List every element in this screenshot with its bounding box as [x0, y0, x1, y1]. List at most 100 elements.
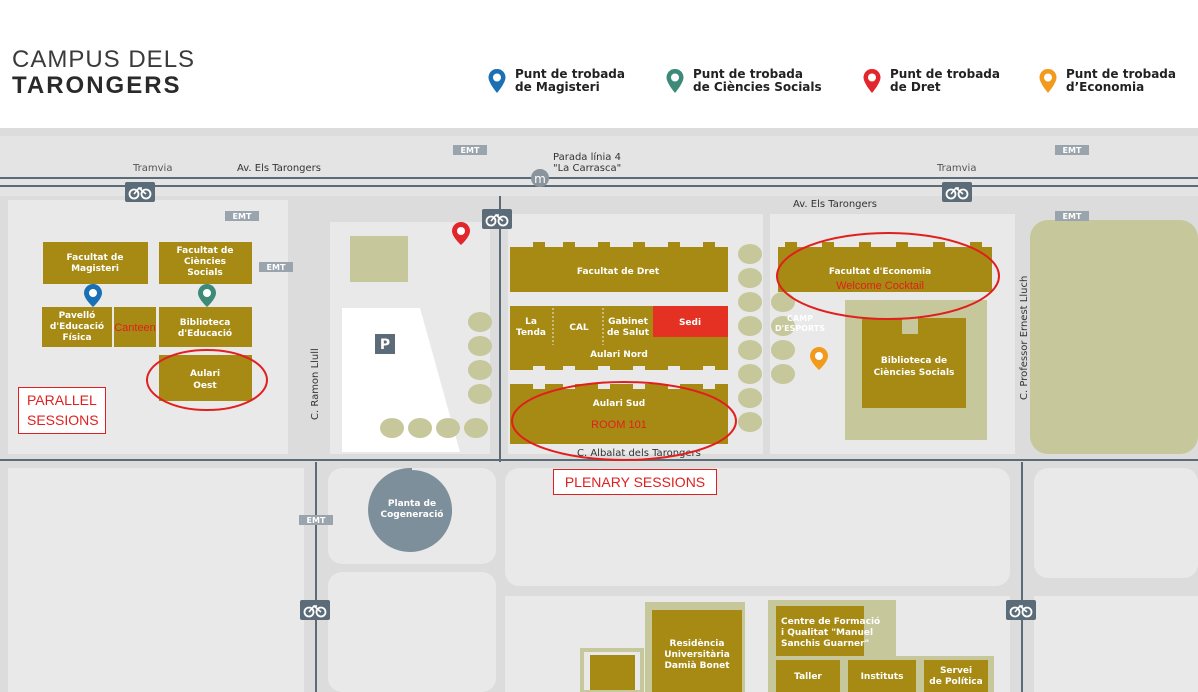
pin-dot	[203, 289, 211, 297]
label-magisteri-2: Magisteri	[71, 264, 119, 274]
parallel-line1: PARALLEL	[27, 392, 97, 408]
label-economia: Facultat d'Economia	[829, 267, 931, 277]
label-parada-2: "La Carrasca"	[553, 163, 621, 174]
legend-ciencies-line2: de Ciències Socials	[693, 80, 822, 94]
label-bib-ed-2: d'Educació	[178, 328, 232, 339]
bike-station-icon	[124, 181, 156, 203]
legend-magisteri-line2: de Magisteri	[515, 80, 600, 94]
tree-column-center	[738, 244, 795, 432]
bike-station-icon	[481, 208, 513, 230]
label-centre-3: Sanchis Guarner"	[781, 639, 869, 649]
label-ernest-lluch: C. Professor Ernest Lluch	[1019, 276, 1030, 400]
label-parada-1: Parada línia 4	[553, 151, 621, 163]
building-magisteri	[43, 242, 148, 284]
label-camp-1: CAMP	[787, 314, 813, 323]
block-se	[1034, 468, 1198, 578]
emt-label-6: EMT	[307, 516, 326, 525]
building-biblioteca-cs	[862, 318, 966, 408]
label-planta-1: Planta de	[388, 499, 436, 509]
label-taller: Taller	[794, 672, 822, 682]
label-albalat: C. Albalat dels Tarongers	[577, 448, 701, 459]
label-centre-1: Centre de Formació	[781, 616, 880, 627]
block-s2	[328, 572, 496, 692]
legend-dret-line1: Punt de trobada	[890, 67, 1000, 81]
plenary-sessions-callout: PLENARY SESSIONS	[553, 469, 717, 495]
building-economia	[778, 242, 992, 292]
label-bib-cs-1: Biblioteca de	[881, 356, 947, 366]
label-bib-ed-1: Biblioteca	[180, 318, 231, 328]
block-se2	[1034, 596, 1198, 692]
metro-icon	[531, 169, 549, 187]
campus-map: Tramvia Av. Els Tarongers Parada línia 4…	[0, 128, 1198, 692]
label-servei-2: de Política	[929, 677, 982, 687]
label-cs-1: Facultat de	[177, 246, 234, 256]
block-sw	[8, 468, 304, 692]
label-servei-1: Servei	[940, 666, 972, 676]
emt-label-4: EMT	[1063, 212, 1082, 221]
building-servei	[924, 660, 988, 692]
parallel-line2: SESSIONS	[27, 412, 99, 428]
tree-column-parking	[380, 312, 492, 438]
bike-station-icon	[1005, 599, 1037, 621]
label-aulari-oest-1: Aulari	[190, 369, 220, 379]
parking-letter: P	[380, 337, 390, 353]
emt-label-2: EMT	[1063, 146, 1082, 155]
label-aulari-oest-2: Oest	[193, 381, 217, 391]
block-south-central	[505, 468, 1010, 586]
building-biblioteca-educacio	[159, 307, 252, 347]
campus-title-line2: TARONGERS	[12, 72, 182, 99]
label-residencia-1: Residència	[670, 638, 725, 649]
label-welcome-cocktail: Welcome Cocktail	[836, 280, 924, 292]
label-bib-cs-2: Ciències Socials	[874, 367, 955, 378]
label-cs-2: Ciències	[184, 256, 226, 267]
metro-letter: m	[534, 172, 546, 186]
building-centre-formacio	[776, 606, 864, 656]
building-ciencies-socials	[159, 242, 252, 284]
pin-icon-ciencies-socials	[666, 69, 684, 93]
label-planta-2: Cogeneració	[381, 509, 444, 520]
label-ramon-llull: C. Ramon Llull	[310, 348, 321, 420]
legend-ciencies-line1: Punt de trobada	[693, 67, 803, 81]
label-sedi: Sedi	[679, 318, 701, 328]
building-pavello	[42, 307, 112, 347]
pin-icon-economia	[1039, 69, 1057, 93]
building-aulari-sud	[510, 384, 728, 444]
label-la-tenda-1: La	[525, 317, 537, 327]
label-instituts: Instituts	[861, 672, 904, 682]
campus-title-line1: CAMPUS DELS	[12, 46, 196, 73]
label-pavello-3: Física	[62, 333, 91, 343]
label-cal: CAL	[569, 323, 589, 333]
emt-label-3: EMT	[233, 212, 252, 221]
legend-economia-line2: d’Economia	[1066, 80, 1145, 94]
legend-economia-line1: Punt de trobada	[1066, 67, 1176, 81]
label-magisteri-1: Facultat de	[67, 253, 124, 263]
green-parking-top	[350, 236, 408, 282]
label-gabinet-1: Gabinet	[608, 317, 648, 327]
label-aulari-sud: Aulari Sud	[593, 399, 646, 409]
pin-icon-magisteri	[488, 69, 506, 93]
label-gabinet-2: de Salut	[607, 328, 650, 338]
bike-station-icon	[299, 599, 331, 621]
label-cs-3: Socials	[187, 268, 223, 278]
parallel-sessions-callout: PARALLEL SESSIONS	[18, 387, 106, 434]
pin-dot	[815, 352, 823, 360]
building-sedi	[653, 306, 728, 337]
legend-dret-line2: de Dret	[890, 80, 941, 94]
label-canteen: Canteen	[114, 322, 156, 334]
green-south-small	[580, 648, 644, 692]
emt-label-1: EMT	[461, 146, 480, 155]
label-pavello-2: d'Educació	[50, 321, 104, 332]
building-dret	[510, 242, 728, 292]
label-room-101: ROOM 101	[591, 419, 647, 431]
pin-dot	[457, 227, 465, 235]
pin-dot	[89, 289, 97, 297]
label-residencia-3: Damià Bonet	[664, 661, 730, 671]
building-residencia	[652, 610, 742, 692]
highlight-economia	[776, 232, 1000, 320]
emt-label-5: EMT	[267, 263, 286, 272]
aulari-nord-notches	[533, 366, 715, 371]
